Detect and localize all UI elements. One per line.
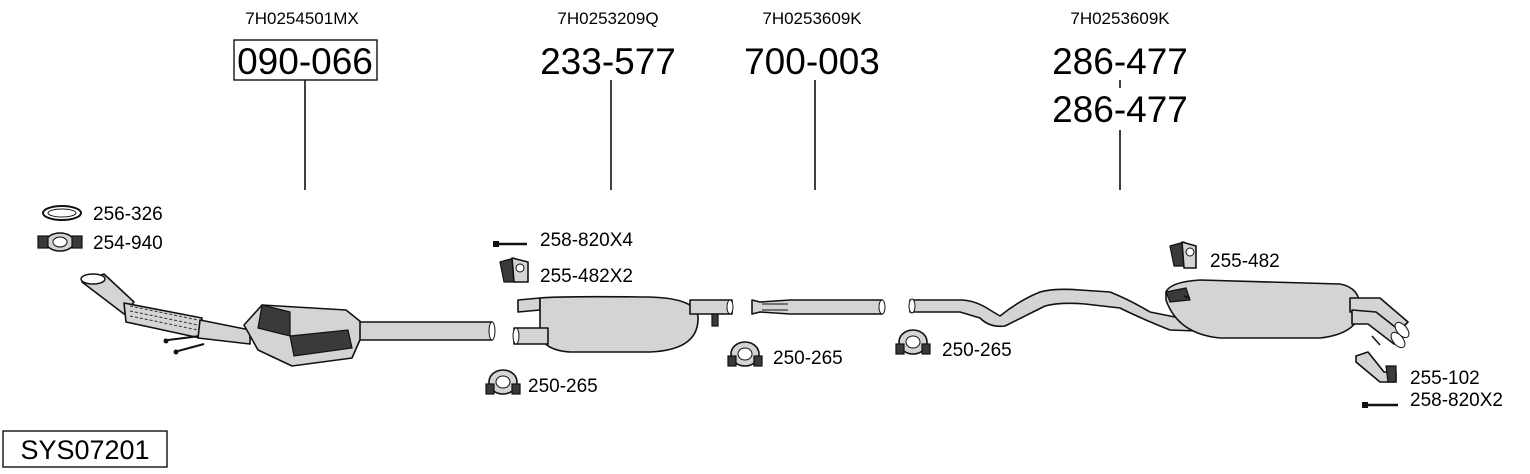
rear-silencer-section	[908, 279, 1410, 349]
bracket-label[interactable]: 255-102	[1410, 368, 1480, 389]
hanger-2-label[interactable]: 255-482	[1210, 251, 1280, 272]
clamp-3-label[interactable]: 250-265	[942, 340, 1012, 361]
part-number[interactable]: 233-577	[540, 41, 676, 82]
bolt-1-label[interactable]: 258-820X4	[540, 230, 633, 251]
gasket-label[interactable]: 256-326	[93, 204, 163, 225]
clamp-icon	[727, 341, 763, 367]
bolt-2-label[interactable]: 258-820X2	[1410, 390, 1503, 411]
system-code-box: SYS07201	[2, 430, 168, 468]
column-catalytic-converter: 7H0254501MX 090-066	[233, 9, 378, 190]
clamp-icon	[895, 329, 931, 355]
oe-number: 7H0254501MX	[245, 9, 358, 28]
front-silencer	[512, 295, 734, 353]
intermediate-pipe	[751, 299, 886, 315]
clamp-2-label[interactable]: 250-265	[773, 348, 843, 369]
column-intermediate-pipe: 7H0253609K 700-003	[744, 9, 880, 190]
rubber-hanger-icon	[1169, 241, 1197, 269]
part-number[interactable]: 700-003	[744, 41, 880, 82]
rubber-hanger-icon	[499, 257, 529, 283]
part-number-secondary[interactable]: 286-477	[1052, 89, 1188, 130]
gasket-icon	[42, 205, 82, 221]
column-rear-silencer: 7H0253609K 286-477 286-477	[1052, 9, 1188, 190]
bolt-icon	[493, 241, 527, 247]
bolt-icon	[1362, 402, 1398, 408]
column-front-silencer: 7H0253209Q 233-577	[540, 9, 676, 190]
hanger-1-label[interactable]: 255-482X2	[540, 266, 633, 287]
catalytic-converter-section	[80, 273, 496, 367]
clamp-icon	[37, 232, 83, 252]
oe-number: 7H0253609K	[762, 9, 862, 28]
system-code: SYS07201	[20, 435, 149, 465]
bracket-icon	[1355, 351, 1397, 383]
clamp-icon	[485, 369, 521, 395]
oe-number: 7H0253609K	[1070, 9, 1170, 28]
oe-number: 7H0253209Q	[557, 9, 658, 28]
part-number[interactable]: 090-066	[237, 41, 373, 82]
clamp-front-label[interactable]: 254-940	[93, 233, 163, 254]
clamp-1-label[interactable]: 250-265	[528, 376, 598, 397]
part-number[interactable]: 286-477	[1052, 41, 1188, 82]
